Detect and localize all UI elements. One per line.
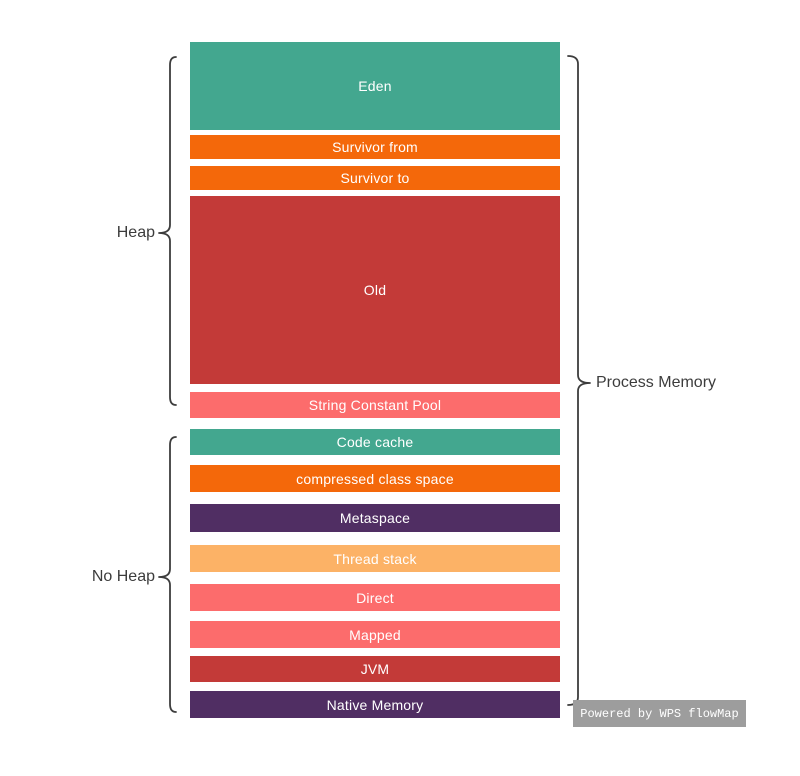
- watermark-badge: Powered by WPS flowMap: [573, 700, 746, 727]
- memory-block-direct: Direct: [190, 584, 560, 611]
- memory-block-compressed-class-space: compressed class space: [190, 465, 560, 492]
- memory-block-native-memory: Native Memory: [190, 691, 560, 718]
- heap-brace: [158, 56, 177, 406]
- memory-block-survivor-to: Survivor to: [190, 166, 560, 190]
- memory-block-survivor-from: Survivor from: [190, 135, 560, 159]
- no-heap-brace: [158, 436, 177, 713]
- no-heap-label: No Heap: [91, 568, 155, 585]
- memory-block-thread-stack: Thread stack: [190, 545, 560, 572]
- memory-block-jvm: JVM: [190, 656, 560, 682]
- memory-block-code-cache: Code cache: [190, 429, 560, 455]
- memory-block-string-constant-pool: String Constant Pool: [190, 392, 560, 418]
- heap-label: Heap: [116, 224, 155, 241]
- process-memory-label: Process Memory: [596, 374, 717, 391]
- memory-block-mapped: Mapped: [190, 621, 560, 648]
- process-memory-brace: [567, 55, 591, 706]
- memory-block-eden: Eden: [190, 42, 560, 130]
- memory-block-metaspace: Metaspace: [190, 504, 560, 532]
- memory-block-old: Old: [190, 196, 560, 384]
